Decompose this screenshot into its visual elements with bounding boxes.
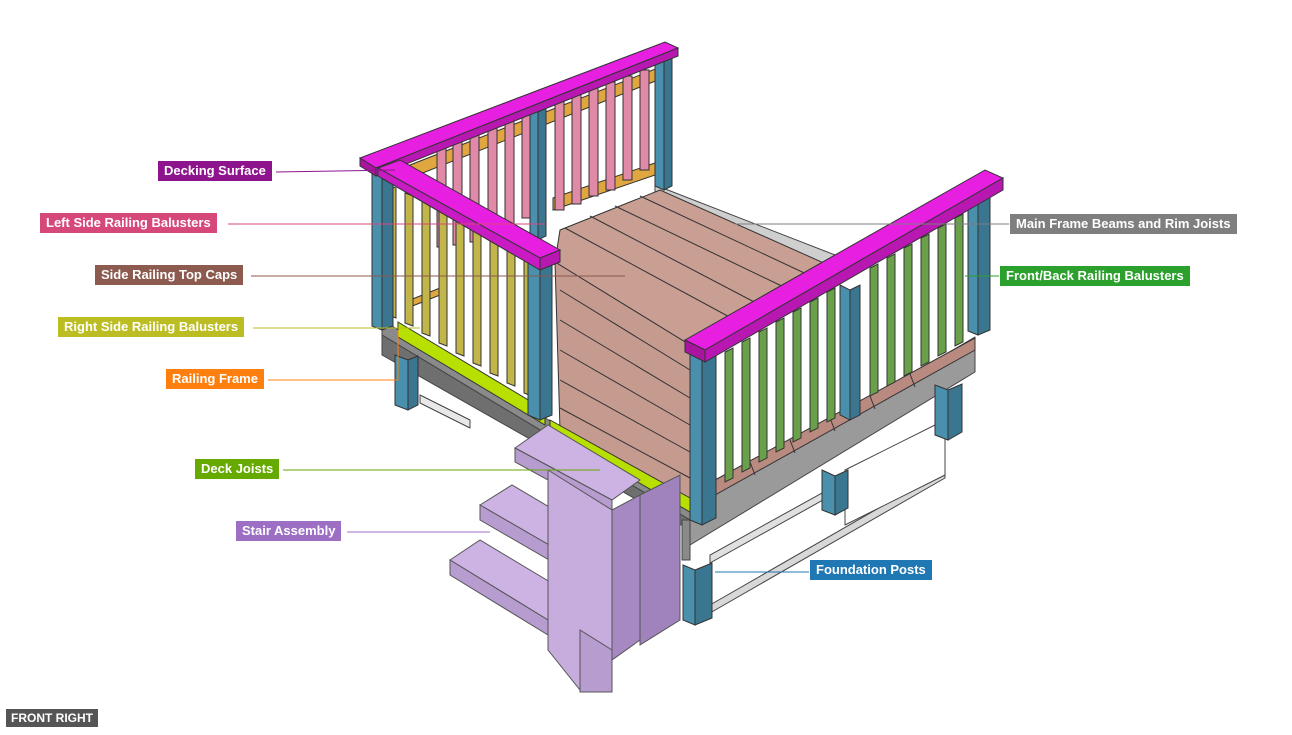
view-label: FRONT RIGHT	[6, 709, 98, 727]
label-railing-frame: Railing Frame	[166, 369, 264, 389]
label-side-railing-top-caps: Side Railing Top Caps	[95, 265, 244, 285]
label-stair-assembly: Stair Assembly	[236, 521, 342, 541]
label-right-side-railing-balusters: Right Side Railing Balusters	[58, 317, 245, 337]
label-front-back-railing-balusters: Front/Back Railing Balusters	[1000, 266, 1190, 286]
leader-lines	[228, 169, 1010, 573]
foundation-posts	[394, 354, 963, 626]
label-decking-surface: Decking Surface	[158, 161, 272, 181]
label-main-frame-beams-and-rim-joists: Main Frame Beams and Rim Joists	[1010, 214, 1237, 234]
front-back-balusters	[724, 213, 964, 483]
label-deck-joists: Deck Joists	[195, 459, 280, 479]
stair-assembly	[449, 424, 681, 693]
label-left-side-railing-balusters: Left Side Railing Balusters	[40, 213, 217, 233]
label-foundation-posts: Foundation Posts	[810, 560, 932, 580]
